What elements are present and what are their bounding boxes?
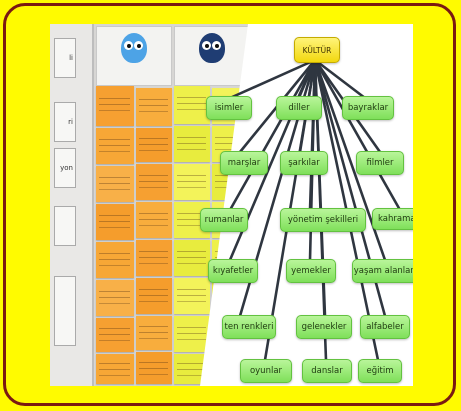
blue-owl-icon <box>121 33 147 63</box>
sticky-note <box>96 204 134 240</box>
collage-photo: li ri yon <box>50 24 413 386</box>
concept-node: danslar <box>302 359 352 383</box>
sticky-note <box>136 202 172 238</box>
sticky-note <box>96 86 134 126</box>
sticky-note <box>136 278 172 314</box>
side-card <box>54 206 76 246</box>
sticky-note <box>136 240 172 276</box>
concept-node: eğitim <box>358 359 402 383</box>
concept-node: alfabeler <box>360 315 410 339</box>
concept-node: yönetim şekilleri <box>280 208 366 232</box>
concept-node: gelenekler <box>296 315 352 339</box>
concept-node: marşlar <box>220 151 268 175</box>
concept-node: rumanlar <box>200 208 248 232</box>
concept-node: diller <box>276 96 322 120</box>
sticky-note <box>174 164 210 200</box>
navy-owl-icon <box>199 33 225 63</box>
concept-map: KÜLTÜR isimler diller bayraklar marşlar … <box>200 24 413 386</box>
sticky-note <box>96 242 134 278</box>
concept-node: filmler <box>356 151 404 175</box>
concept-node: şarkılar <box>280 151 328 175</box>
concept-node: oyunlar <box>240 359 292 383</box>
concept-node: bayraklar <box>342 96 394 120</box>
root-node: KÜLTÜR <box>294 37 340 63</box>
concept-node: yemekler <box>286 259 336 283</box>
sticky-note <box>174 86 210 124</box>
concept-node: isimler <box>206 96 252 120</box>
owl-header-left <box>96 26 172 86</box>
concept-node: yaşam alanları <box>352 259 413 283</box>
sticky-note <box>174 126 210 162</box>
side-card: yon <box>54 148 76 188</box>
side-card: ri <box>54 102 76 142</box>
sticky-note <box>96 354 134 384</box>
sticky-note <box>96 166 134 202</box>
side-card: li <box>54 38 76 78</box>
side-card <box>54 276 76 346</box>
sticky-note <box>136 88 172 126</box>
sticky-note <box>136 128 172 162</box>
sticky-note <box>96 128 134 164</box>
sticky-note <box>174 316 210 352</box>
sticky-note <box>96 318 134 352</box>
concept-node: kıyafetler <box>208 259 258 283</box>
sticky-note <box>136 164 172 200</box>
sticky-note <box>174 278 210 314</box>
sticky-note <box>174 240 210 276</box>
concept-node: ten renkleri <box>222 315 276 339</box>
sticky-note <box>96 280 134 316</box>
sticky-note <box>136 352 172 384</box>
sticky-note <box>136 316 172 350</box>
board-left-panel: li ri yon <box>50 24 94 386</box>
concept-node: kahramanlar <box>372 208 413 230</box>
